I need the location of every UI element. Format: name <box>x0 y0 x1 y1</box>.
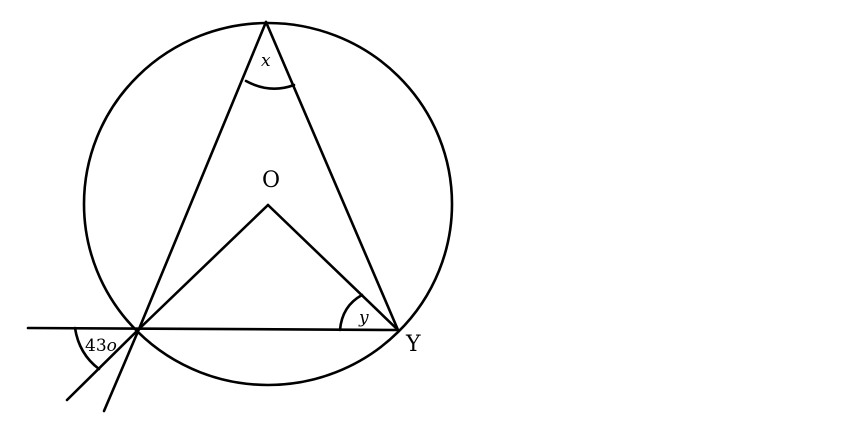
point-label-y: Y <box>405 332 421 357</box>
radius-o-to-y <box>266 203 400 332</box>
chord-top-to-left <box>137 20 268 331</box>
angle-label-x: x <box>261 51 271 71</box>
angle-43-arc <box>73 326 101 371</box>
angle-43-value: 43 <box>85 336 107 356</box>
angle-43-degree-mark: o <box>107 336 117 356</box>
chord-extension-line <box>102 327 141 413</box>
radius-left-to-o <box>137 203 270 331</box>
chord-base-extended <box>26 326 400 332</box>
angle-label-43: 43o <box>85 336 117 356</box>
angle-label-y: y <box>358 308 369 328</box>
tangent-line <box>65 327 141 402</box>
chord-top-to-y <box>264 20 400 332</box>
center-label-o: O <box>262 168 280 193</box>
angle-y-arc <box>338 293 364 332</box>
circle <box>82 21 454 387</box>
angle-x-arc <box>244 79 296 90</box>
